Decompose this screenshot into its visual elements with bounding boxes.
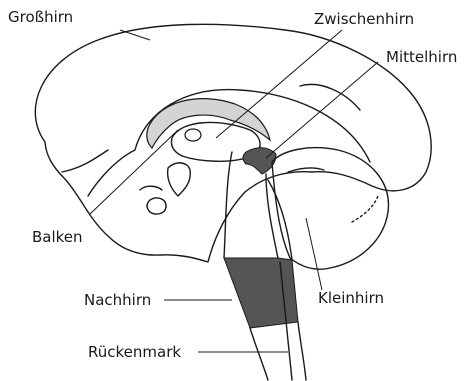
- brainstem-outline: [224, 152, 232, 258]
- label-zwischenhirn: Zwischenhirn: [314, 10, 414, 28]
- fourth-ventricle-line: [268, 180, 292, 260]
- label-mittelhirn: Mittelhirn: [386, 48, 457, 66]
- label-grosshirn: Großhirn: [8, 8, 73, 26]
- label-rueckenmark: Rückenmark: [88, 343, 181, 361]
- pituitary-gland: [147, 198, 166, 214]
- interthalamic-adhesion: [185, 129, 201, 141]
- optic-chiasm: [140, 186, 162, 190]
- midbrain-region: [243, 148, 276, 174]
- cerebrum-gyrus-line: [62, 150, 108, 172]
- corpus-callosum: [147, 99, 270, 148]
- label-kleinhirn: Kleinhirn: [318, 289, 384, 307]
- leader-zwischenhirn: [216, 30, 342, 138]
- spinal-cord-outline: [250, 328, 268, 380]
- hypothalamus-outline: [168, 163, 191, 196]
- cerebellum-outline: [272, 148, 388, 270]
- leader-mittelhirn: [266, 62, 378, 158]
- label-nachhirn: Nachhirn: [84, 291, 151, 309]
- label-balken: Balken: [32, 228, 83, 246]
- cerebrum-outline: [35, 24, 431, 262]
- cerebellum-fold-lines: [352, 196, 378, 222]
- leader-grosshirn: [120, 30, 150, 40]
- medulla-region: [224, 258, 298, 328]
- leader-kleinhirn: [306, 218, 322, 290]
- spinal-cord-outline: [298, 322, 306, 380]
